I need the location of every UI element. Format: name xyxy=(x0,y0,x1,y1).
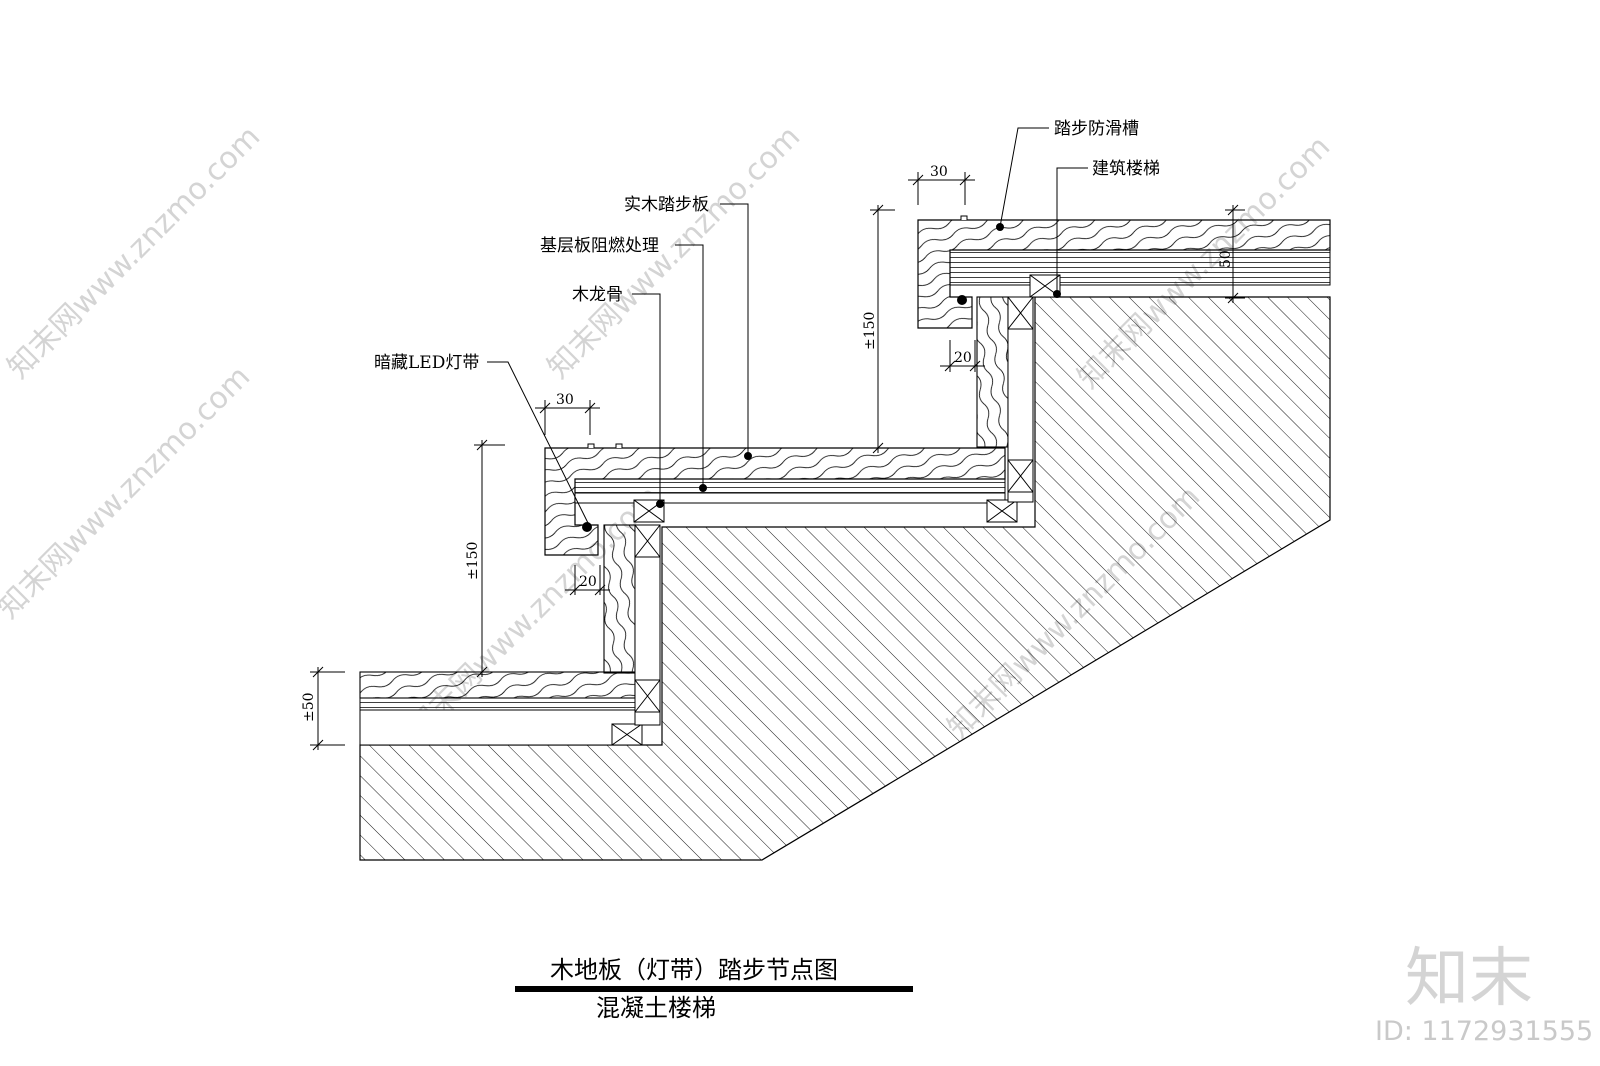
watermark-site-1: 知末网www.znzmo.com xyxy=(1,119,267,385)
drawing-title: 木地板（灯带）踏步节点图 xyxy=(550,956,838,984)
image-id: ID: 1172931555 xyxy=(1375,1016,1593,1047)
concrete-stair xyxy=(359,296,1331,861)
upper-tread xyxy=(917,215,1331,329)
dim-floor-thickness: ±50 xyxy=(301,692,317,722)
callout-labels: 踏步防滑槽 建筑楼梯 实木踏步板 基层板阻燃处理 木龙骨 暗藏LED灯带 xyxy=(374,119,1160,373)
label-anti-slip-groove: 踏步防滑槽 xyxy=(1054,119,1139,139)
brand-watermark: 知末 ID: 1172931555 xyxy=(1375,942,1593,1047)
dimension-lines xyxy=(310,172,1245,751)
brand-logo: 知末 xyxy=(1405,942,1533,1016)
dim-upper-nosing: 30 xyxy=(930,164,948,180)
label-base-board-fireproof: 基层板阻燃处理 xyxy=(540,236,659,256)
lower-riser xyxy=(603,524,661,726)
title-block: 木地板（灯带）踏步节点图 混凝土楼梯 xyxy=(515,956,913,1022)
dim-lower-riser-height: ±150 xyxy=(465,542,481,580)
label-hidden-led-strip: 暗藏LED灯带 xyxy=(374,353,479,373)
upper-riser xyxy=(976,296,1034,503)
dim-upper-recess: 20 xyxy=(954,350,972,366)
dim-lower-nosing: 30 xyxy=(556,392,574,408)
leader-lines xyxy=(487,127,1088,528)
watermark-site-4: 知末网www.znzmo.com xyxy=(0,359,257,625)
dimension-texts: 30 ±150 20 50 30 ±150 20 ±50 xyxy=(301,164,1234,722)
label-wood-keel: 木龙骨 xyxy=(572,285,623,305)
drawing-subtitle: 混凝土楼梯 xyxy=(596,994,716,1022)
lower-floor-finish xyxy=(359,671,643,746)
label-building-stair: 建筑楼梯 xyxy=(1092,159,1160,179)
dim-lower-recess: 20 xyxy=(579,574,597,590)
label-solid-wood-tread: 实木踏步板 xyxy=(624,195,709,215)
dim-upper-thickness: 50 xyxy=(1218,250,1234,268)
dim-upper-riser-height: ±150 xyxy=(862,312,878,350)
